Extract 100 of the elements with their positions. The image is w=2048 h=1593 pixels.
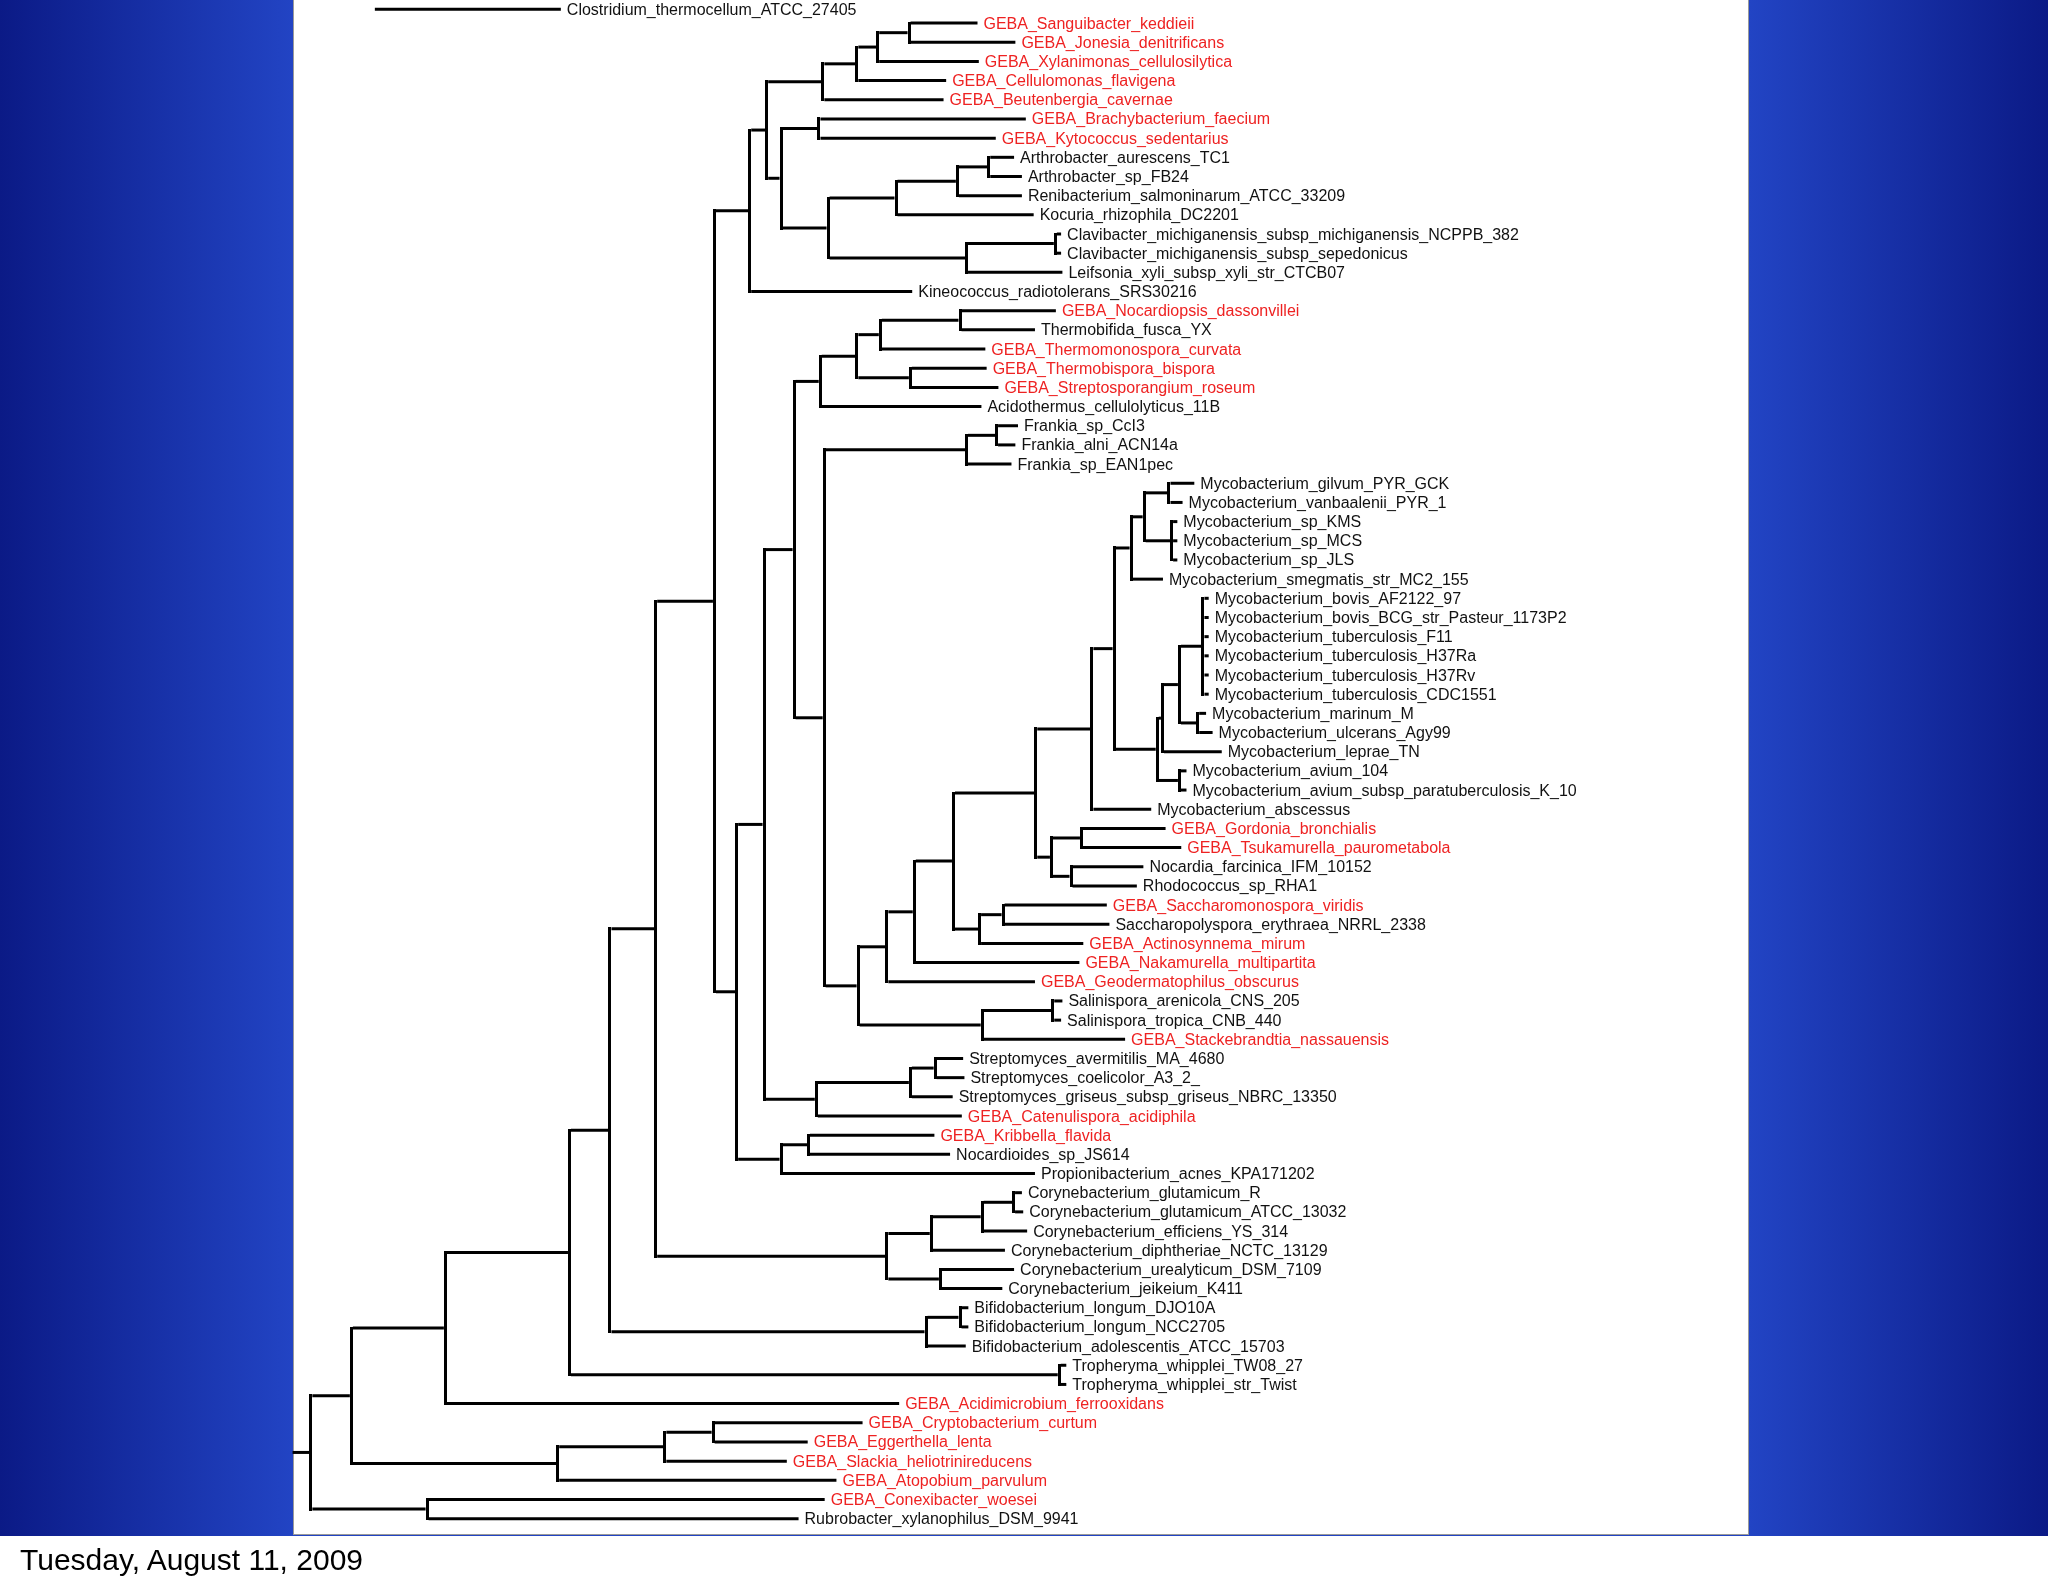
tree-branch (888, 1231, 930, 1235)
tree-branch (825, 984, 857, 988)
clade-bar (855, 45, 859, 83)
tree-branch (1072, 865, 1144, 869)
clade-bar (821, 62, 825, 102)
clade-bar (908, 1066, 912, 1099)
taxon-label: Mycobacterium_bovis_AF2122_97 (1208, 589, 1462, 607)
clade-bar (951, 791, 955, 931)
tree-branch (768, 176, 780, 180)
tree-branch (911, 366, 987, 370)
clade-bar (912, 859, 916, 965)
tree-branch (1180, 644, 1202, 648)
tree-branch (559, 1478, 837, 1482)
tree-branch (824, 62, 856, 66)
tree-branch (1037, 855, 1050, 859)
tree-branch (821, 354, 856, 358)
tree-branch (1082, 826, 1166, 830)
clade-bar (924, 1315, 928, 1348)
clade-bar (779, 1143, 783, 1175)
taxon-label: GEBA_Saccharomonospora_viridis (1106, 896, 1364, 914)
clade-bar (938, 1267, 942, 1291)
clade-bar (965, 242, 968, 274)
taxon-label: Propionibacterium_acnes_KPA171202 (1034, 1165, 1315, 1182)
clade-bar (1196, 711, 1200, 734)
taxon-label: Mycobacterium_tuberculosis_F11 (1208, 628, 1453, 646)
clade-bar (1090, 647, 1094, 811)
clade-bar (1112, 546, 1116, 751)
clade-bar (1057, 1363, 1061, 1386)
tree-branch (897, 179, 956, 183)
clade-bar (556, 1445, 560, 1482)
tree-branch (858, 333, 879, 337)
tree-branch (1170, 500, 1183, 504)
tree-branch (824, 98, 944, 102)
clade-bar (1069, 865, 1073, 888)
tree-branch (915, 859, 952, 863)
taxon-label: Corynebacterium_glutamicum_ATCC_13032 (1023, 1203, 1347, 1221)
tree-branch (879, 59, 979, 63)
taxon-label: Mycobacterium_marinum_M (1206, 704, 1414, 722)
tree-branch (657, 1254, 886, 1258)
taxon-label: Tropheryma_whipplei_str_Twist (1066, 1375, 1297, 1393)
tree-branch (782, 1172, 1035, 1176)
tree-branch (961, 328, 1035, 332)
clade-bar (955, 165, 959, 198)
tree-branch (817, 1114, 962, 1118)
clade-bar (711, 1421, 715, 1444)
clade-bar (980, 1200, 984, 1233)
tree-branch (292, 1450, 310, 1454)
taxon-label: Mycobacterium_sp_MCS (1177, 532, 1363, 550)
taxon-label: Streptomyces_griseus_subsp_griseus_NBRC_13350 (952, 1088, 1337, 1106)
clade-bar (1051, 999, 1055, 1022)
clade-bar (876, 31, 880, 63)
clade-bar (933, 1056, 937, 1080)
tree-branch (968, 270, 1063, 274)
taxon-label: Corynebacterium_jeikeium_K411 (1002, 1280, 1243, 1298)
tree-branch (1082, 846, 1182, 850)
taxon-label: Mycobacterium_avium_subsp_paratuberculosis_K_10 (1186, 781, 1577, 799)
tree-branch (858, 45, 877, 49)
tree-branch (570, 1128, 609, 1132)
taxon-label: Arthrobacter_sp_FB24 (1021, 167, 1189, 185)
tree-branch (1037, 727, 1091, 731)
clade-bar (1012, 1191, 1016, 1214)
tree-branch (738, 1157, 780, 1161)
clade-bar (814, 1080, 818, 1118)
taxon-label: Mycobacterium_abscessus (1151, 800, 1351, 818)
clade-bar (309, 1394, 313, 1511)
clade-bar (1177, 644, 1181, 725)
clade-bar (1155, 716, 1159, 782)
taxon-label: GEBA_Thermomonospora_curvata (985, 340, 1242, 358)
clade-bar (822, 448, 826, 988)
tree-branch (968, 242, 1054, 246)
clade-bar (567, 1128, 571, 1377)
taxon-label: Frankia_alni_ACN14a (1015, 436, 1178, 454)
clade-bar (1167, 481, 1171, 504)
taxon-label: Nocardia_farcinica_IFM_10152 (1143, 858, 1372, 876)
tree-branch (888, 910, 913, 914)
tree-branch (795, 716, 823, 720)
taxon-label: Kineococcus_radiotolerans_SRS30216 (912, 283, 1197, 300)
clade-bar (1177, 769, 1181, 792)
tree-branch (751, 290, 913, 294)
tree-branch (983, 1200, 1013, 1204)
tree-branch (1056, 232, 1062, 236)
tree-branch (1145, 491, 1168, 495)
clade-bar (1129, 515, 1133, 581)
tree-branch (910, 21, 978, 25)
clade-bar (1001, 903, 1005, 926)
tree-branch (1204, 654, 1209, 658)
tree-branch (714, 1440, 808, 1444)
taxon-label: Corynebacterium_glutamicum_R (1021, 1184, 1261, 1202)
tree-branch (881, 318, 959, 322)
tree-branch (1163, 750, 1222, 754)
clade-bar (878, 318, 882, 351)
clade-bar (1049, 836, 1053, 878)
date-text: Tuesday, August 11, 2009 (20, 1543, 364, 1577)
taxon-label: GEBA_Jonesia_denitrificans (1015, 33, 1225, 51)
taxon-label: Renibacterium_salmoninarum_ATCC_33209 (1021, 187, 1346, 205)
tree-branch (1204, 635, 1209, 639)
clade-bar (995, 424, 999, 447)
taxon-label: GEBA_Xylanimonas_cellulosilytica (978, 52, 1233, 70)
clade-bar (1079, 826, 1083, 850)
clade-bar (885, 910, 889, 984)
